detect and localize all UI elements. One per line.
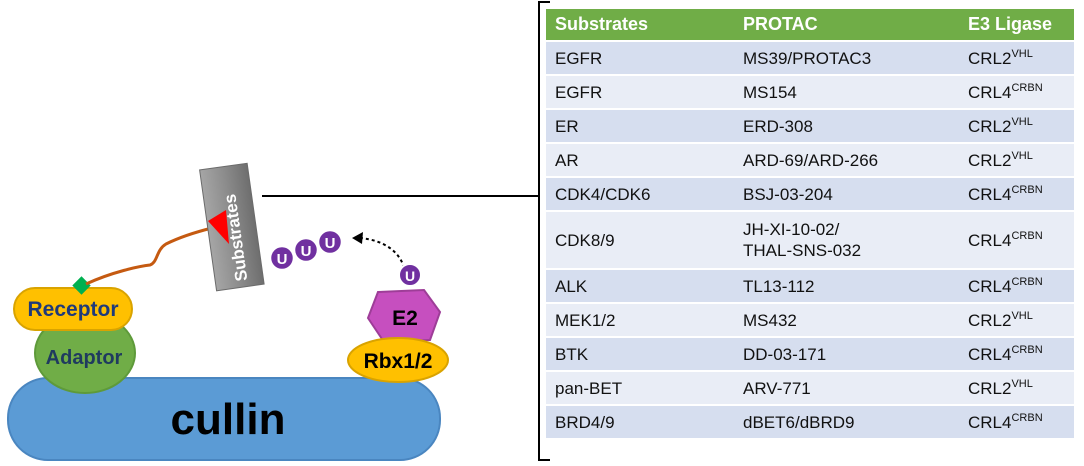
cell-protac: dBET6/dBRD9: [734, 406, 959, 438]
cell-protac: ERD-308: [734, 110, 959, 142]
e2-label: E2: [392, 307, 418, 330]
cell-substrate: EGFR: [546, 42, 734, 74]
cell-ligase: CRL2VHL: [959, 372, 1074, 404]
warhead-triangle: [208, 210, 229, 244]
ubiquitin-label: U: [277, 251, 288, 268]
cell-protac: TL13-112: [734, 270, 959, 302]
table-row: BRD4/9 dBET6/dBRD9 CRL4CRBN: [546, 406, 1074, 438]
cell-protac: MS39/PROTAC3: [734, 42, 959, 74]
e2-ubiquitin-label: U: [405, 268, 415, 284]
cell-ligase: CRL4CRBN: [959, 270, 1074, 302]
table-row: EGFR MS154 CRL4CRBN: [546, 76, 1074, 108]
transfer-arrow: [359, 237, 405, 269]
cullin-label: cullin: [171, 395, 286, 444]
cell-substrate: ER: [546, 110, 734, 142]
cell-ligase: CRL4CRBN: [959, 212, 1074, 268]
crl-ligase-diagram: cullin Adaptor Receptor Substrates U U U…: [7, 162, 540, 461]
table-row: AR ARD-69/ARD-266 CRL2VHL: [546, 144, 1074, 176]
cell-ligase: CRL4CRBN: [959, 406, 1074, 438]
table-row: ER ERD-308 CRL2VHL: [546, 110, 1074, 142]
cell-protac: BSJ-03-204: [734, 178, 959, 210]
table-row: CDK8/9 JH-XI-10-02/THAL-SNS-032 CRL4CRBN: [546, 212, 1074, 268]
cell-protac: MS432: [734, 304, 959, 336]
cell-ligase: CRL4CRBN: [959, 338, 1074, 370]
receptor-label: Receptor: [27, 298, 118, 321]
cell-ligase: CRL4CRBN: [959, 76, 1074, 108]
rbx-label: Rbx1/2: [364, 350, 433, 373]
protac-table-container: Substrates PROTAC E3 Ligase EGFR MS39/PR…: [538, 1, 1080, 461]
cell-protac: MS154: [734, 76, 959, 108]
cell-ligase: CRL2VHL: [959, 144, 1074, 176]
adaptor-label: Adaptor: [46, 347, 123, 369]
cell-substrate: ALK: [546, 270, 734, 302]
cell-protac: ARD-69/ARD-266: [734, 144, 959, 176]
table-row: CDK4/CDK6 BSJ-03-204 CRL4CRBN: [546, 178, 1074, 210]
header-e3-ligase: E3 Ligase: [959, 9, 1074, 40]
ubiquitin-chain: U U U: [268, 228, 344, 272]
cullin-shape: [7, 377, 441, 461]
table-row: pan-BET ARV-771 CRL2VHL: [546, 372, 1074, 404]
receptor-shape: [13, 287, 133, 331]
table-row: EGFR MS39/PROTAC3 CRL2VHL: [546, 42, 1074, 74]
ubiquitin-label: U: [325, 235, 336, 252]
cell-ligase: CRL2VHL: [959, 304, 1074, 336]
cell-ligase: CRL4CRBN: [959, 178, 1074, 210]
header-substrates: Substrates: [546, 9, 734, 40]
e2-shape: [366, 288, 442, 344]
cell-protac: ARV-771: [734, 372, 959, 404]
table-row: MEK1/2 MS432 CRL2VHL: [546, 304, 1074, 336]
cell-substrate: pan-BET: [546, 372, 734, 404]
substrate-box: Substrates: [199, 162, 265, 292]
table-header-row: Substrates PROTAC E3 Ligase: [546, 9, 1074, 40]
cell-substrate: AR: [546, 144, 734, 176]
ubiquitin-label: U: [301, 243, 312, 260]
table-row: BTK DD-03-171 CRL4CRBN: [546, 338, 1074, 370]
cell-protac: JH-XI-10-02/THAL-SNS-032: [734, 212, 959, 268]
table-row: ALK TL13-112 CRL4CRBN: [546, 270, 1074, 302]
cell-substrate: EGFR: [546, 76, 734, 108]
protac-table: Substrates PROTAC E3 Ligase EGFR MS39/PR…: [546, 7, 1074, 440]
cell-substrate: CDK4/CDK6: [546, 178, 734, 210]
cell-substrate: MEK1/2: [546, 304, 734, 336]
cell-protac: DD-03-171: [734, 338, 959, 370]
cell-ligase: CRL2VHL: [959, 110, 1074, 142]
protac-linker: [85, 226, 213, 286]
e2-ubiquitin: [398, 263, 422, 287]
transfer-arrow-head: [352, 232, 363, 244]
cell-substrate: CDK8/9: [546, 212, 734, 268]
cell-substrate: BRD4/9: [546, 406, 734, 438]
rbx-shape: [347, 337, 449, 383]
ligand-diamond: [72, 276, 91, 295]
cell-ligase: CRL2VHL: [959, 42, 1074, 74]
cell-substrate: BTK: [546, 338, 734, 370]
header-protac: PROTAC: [734, 9, 959, 40]
